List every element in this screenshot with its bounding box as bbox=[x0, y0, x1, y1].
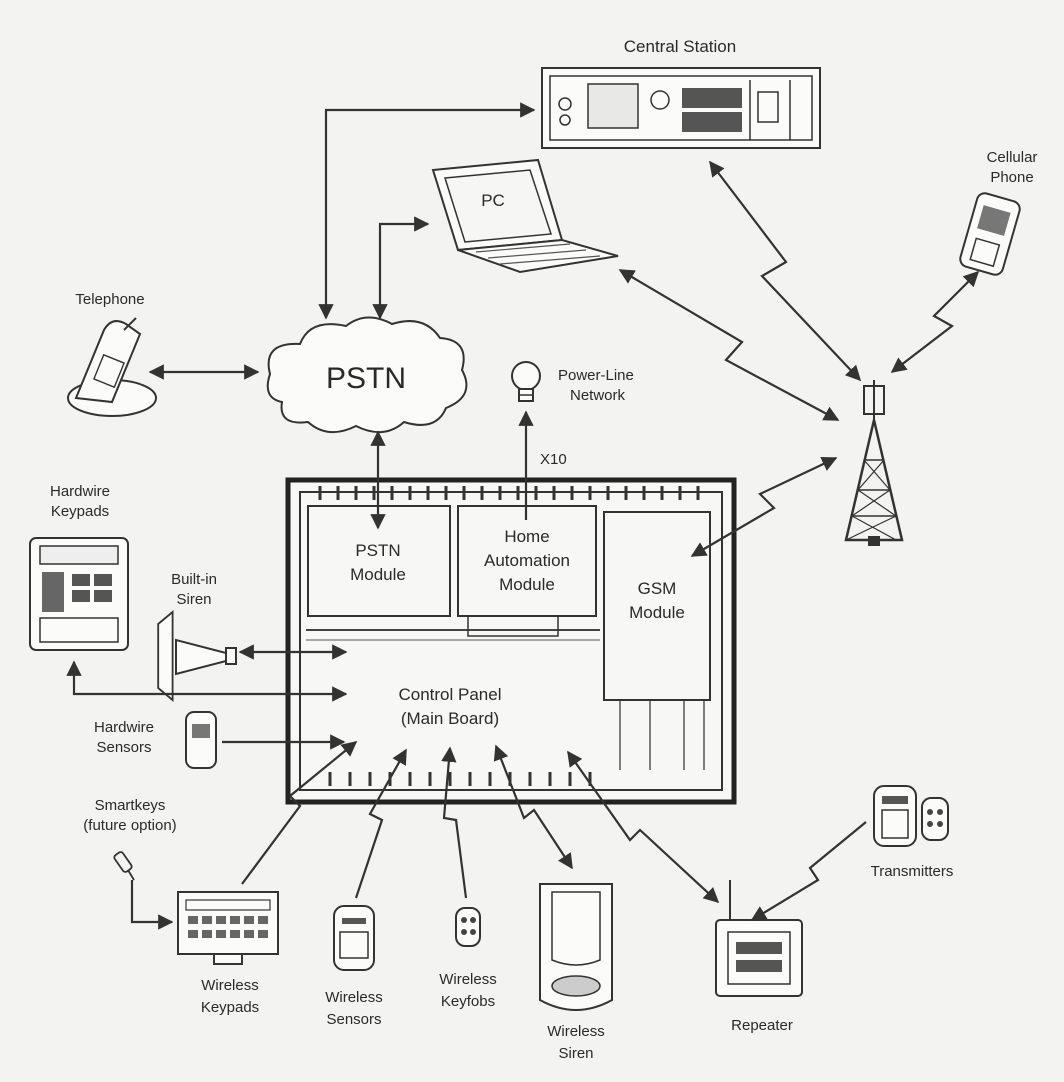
telephone-label: Telephone bbox=[75, 291, 144, 308]
cellular-phone-label-2: Phone bbox=[990, 169, 1033, 186]
wired-connections bbox=[66, 102, 536, 930]
power-line-label-2: Network bbox=[570, 387, 626, 404]
wireless-siren-label-1: Wireless bbox=[547, 1023, 605, 1040]
control-panel-label-1: Control Panel bbox=[398, 685, 501, 704]
wireless-connections bbox=[241, 160, 980, 921]
home-automation-label-2: Automation bbox=[484, 551, 570, 570]
central-station-icon bbox=[541, 67, 821, 149]
repeater-label: Repeater bbox=[731, 1017, 793, 1034]
telephone-icon bbox=[67, 317, 157, 417]
control-panel-label-2: (Main Board) bbox=[401, 709, 499, 728]
builtin-siren-label-1: Built-in bbox=[171, 571, 217, 588]
hardwire-sensor-icon bbox=[185, 711, 217, 769]
cellular-phone-label-1: Cellular bbox=[987, 149, 1038, 166]
cell-tower-icon bbox=[844, 380, 904, 546]
wireless-keypads-label-2: Keypads bbox=[201, 999, 259, 1016]
pc-laptop-icon bbox=[431, 158, 619, 274]
pstn-cloud-label: PSTN bbox=[326, 362, 406, 395]
hardwire-keypads-label-1: Hardwire bbox=[50, 483, 110, 500]
wireless-keyfobs-label-2: Keyfobs bbox=[441, 993, 495, 1010]
wireless-sensors-label-2: Sensors bbox=[326, 1011, 381, 1028]
hardwire-keypads-label-2: Keypads bbox=[51, 503, 109, 520]
home-automation-module-box bbox=[457, 505, 597, 617]
gsm-module-label-2: Module bbox=[629, 603, 685, 622]
smartkeys-label-2: (future option) bbox=[83, 817, 176, 834]
wireless-siren-icon bbox=[539, 883, 613, 1011]
central-station-label: Central Station bbox=[624, 37, 736, 56]
transmitter-icon bbox=[873, 785, 949, 847]
builtin-siren-label-2: Siren bbox=[176, 591, 211, 608]
pc-label: PC bbox=[481, 191, 505, 210]
pstn-module-label-2: Module bbox=[350, 565, 406, 584]
pstn-cloud-icon bbox=[266, 316, 468, 433]
smartkey-icon bbox=[113, 851, 135, 881]
wireless-keyfob-icon bbox=[455, 907, 481, 947]
transmitters-label: Transmitters bbox=[871, 863, 954, 880]
hardwire-sensors-label-2: Sensors bbox=[96, 739, 151, 756]
repeater-icon bbox=[715, 880, 803, 997]
hardwire-keypad-icon bbox=[29, 537, 129, 651]
siren-horn-icon bbox=[157, 610, 237, 702]
hardwire-sensors-label-1: Hardwire bbox=[94, 719, 154, 736]
wireless-keypads-label-1: Wireless bbox=[201, 977, 259, 994]
cellular-phone-icon bbox=[959, 192, 1021, 276]
smartkeys-label-1: Smartkeys bbox=[95, 797, 166, 814]
x10-label: X10 bbox=[540, 451, 567, 468]
power-line-label-1: Power-Line bbox=[558, 367, 634, 384]
pstn-module-label-1: PSTN bbox=[355, 541, 400, 560]
lightbulb-icon bbox=[511, 361, 541, 402]
wireless-keyfobs-label-1: Wireless bbox=[439, 971, 497, 988]
wireless-sensor-icon bbox=[333, 905, 375, 971]
wireless-sensors-label-1: Wireless bbox=[325, 989, 383, 1006]
home-automation-label-1: Home bbox=[504, 527, 549, 546]
home-automation-label-3: Module bbox=[499, 575, 555, 594]
wireless-siren-label-2: Siren bbox=[558, 1045, 593, 1062]
gsm-module-label-1: GSM bbox=[638, 579, 677, 598]
wireless-keypad-icon bbox=[177, 891, 279, 965]
